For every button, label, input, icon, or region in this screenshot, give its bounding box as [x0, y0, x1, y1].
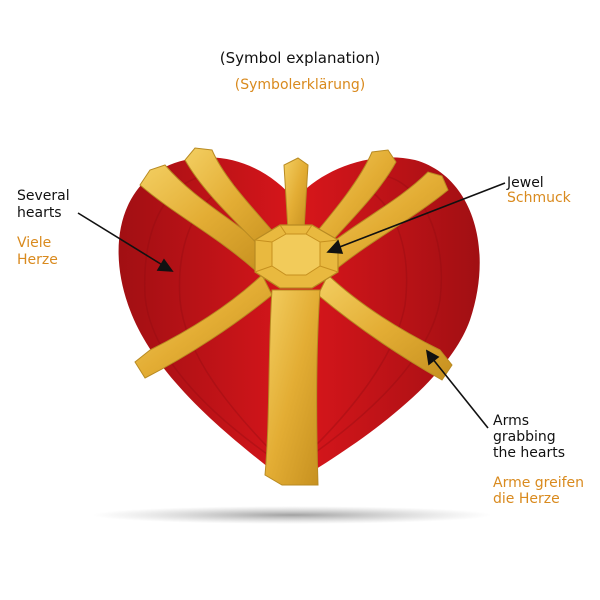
jewel-label-de: Schmuck [507, 190, 571, 206]
hearts-pointer [77, 212, 165, 267]
ground-shadow [92, 506, 492, 524]
arms-label-de-1: Arme greifen [493, 475, 585, 491]
jewel [254, 224, 339, 289]
arms-label-de-2: die Herze [493, 491, 560, 507]
hearts-label-en-1: Several [17, 188, 70, 204]
pointer-arrows [77, 182, 506, 429]
diagram-title: (Symbol explanation) [219, 49, 381, 67]
hearts-label-de-1: Viele [17, 235, 52, 251]
golden-arms [134, 147, 453, 486]
arms-pointer [431, 357, 489, 429]
arms-label-en-2: grabbing [493, 429, 556, 445]
jewel-pointer [336, 182, 506, 249]
arms-label-en-3: the hearts [493, 445, 566, 461]
diagram-subtitle: (Symbolerklärung) [234, 77, 366, 93]
arms-label-en-1: Arms [493, 413, 530, 429]
hearts-label-en-2: hearts [17, 205, 62, 221]
jewel-label-en: Jewel [507, 175, 544, 191]
hearts-label-de-2: Herze [17, 252, 58, 268]
